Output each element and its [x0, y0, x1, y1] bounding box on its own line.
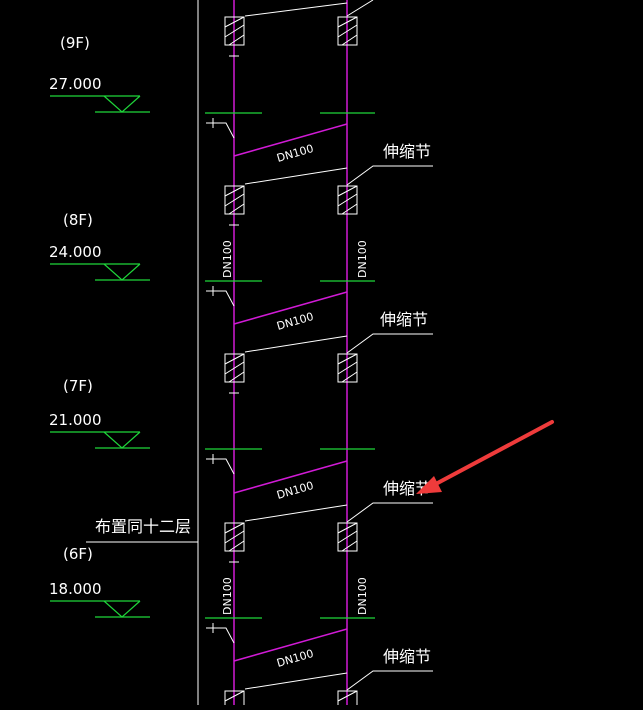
- branch-pipe: [233, 123, 348, 157]
- layout-note: 布置同十二层: [95, 517, 191, 536]
- vertical-pipe-label: DN100: [221, 577, 234, 615]
- elevation-value: 27.000: [49, 75, 102, 93]
- elevation-marker: [50, 263, 150, 281]
- elevation-marker: [50, 431, 150, 449]
- floor-label: (9F): [60, 34, 90, 52]
- branch-pipe-label: DN100: [275, 310, 315, 333]
- vertical-pipe-label: DN100: [356, 577, 369, 615]
- vertical-pipe-label: DN100: [356, 240, 369, 278]
- pipe-fitting-box: [337, 16, 358, 46]
- expansion-joint-leader: [346, 502, 433, 523]
- pipe-fitting-box: [337, 522, 358, 552]
- expansion-joint-label: 伸缩节: [383, 647, 431, 666]
- annotation-arrow-icon: [416, 420, 554, 494]
- expansion-joint-leader: [346, 165, 433, 186]
- expansion-joint-leader: [244, 335, 348, 353]
- expansion-joint-leader: [346, 333, 433, 354]
- elevation-value: 24.000: [49, 243, 102, 261]
- pipe-fitting-box: [224, 522, 245, 552]
- floor-label: (7F): [63, 377, 93, 395]
- cleanout-fitting: [206, 454, 235, 475]
- expansion-joint-leader: [346, 670, 433, 691]
- cleanout-fitting: [206, 286, 235, 307]
- vertical-pipe-label: DN100: [221, 240, 234, 278]
- elevation-value: 18.000: [49, 580, 102, 598]
- pipe-fitting-box: [224, 353, 245, 383]
- branch-pipe-label: DN100: [275, 647, 315, 670]
- branch-pipe: [233, 291, 348, 325]
- branch-pipe: [233, 628, 348, 662]
- cleanout-fitting: [206, 623, 235, 644]
- expansion-joint-label: 伸缩节: [383, 142, 431, 161]
- expansion-joint-label: 伸缩节: [380, 310, 428, 329]
- branch-pipe-label: DN100: [275, 142, 315, 165]
- branch-pipe: [233, 460, 348, 494]
- floor-label: (6F): [63, 545, 93, 563]
- elevation-marker: [50, 95, 150, 113]
- expansion-joint-leader: [244, 672, 348, 690]
- floor-label: (8F): [63, 211, 93, 229]
- expansion-joint-leader: [244, 2, 348, 17]
- cleanout-fitting: [206, 118, 235, 139]
- expansion-joint-leader: [244, 504, 348, 522]
- elevation-marker: [50, 600, 150, 618]
- pipe-fitting-box: [224, 16, 245, 46]
- expansion-joint-leader: [346, 0, 374, 17]
- elevation-value: 21.000: [49, 411, 102, 429]
- pipe-fitting-box: [337, 353, 358, 383]
- pipe-fitting-box: [224, 185, 245, 215]
- expansion-joint-leader: [244, 167, 348, 185]
- branch-pipe-label: DN100: [275, 479, 315, 502]
- pipe-fitting-box: [337, 185, 358, 215]
